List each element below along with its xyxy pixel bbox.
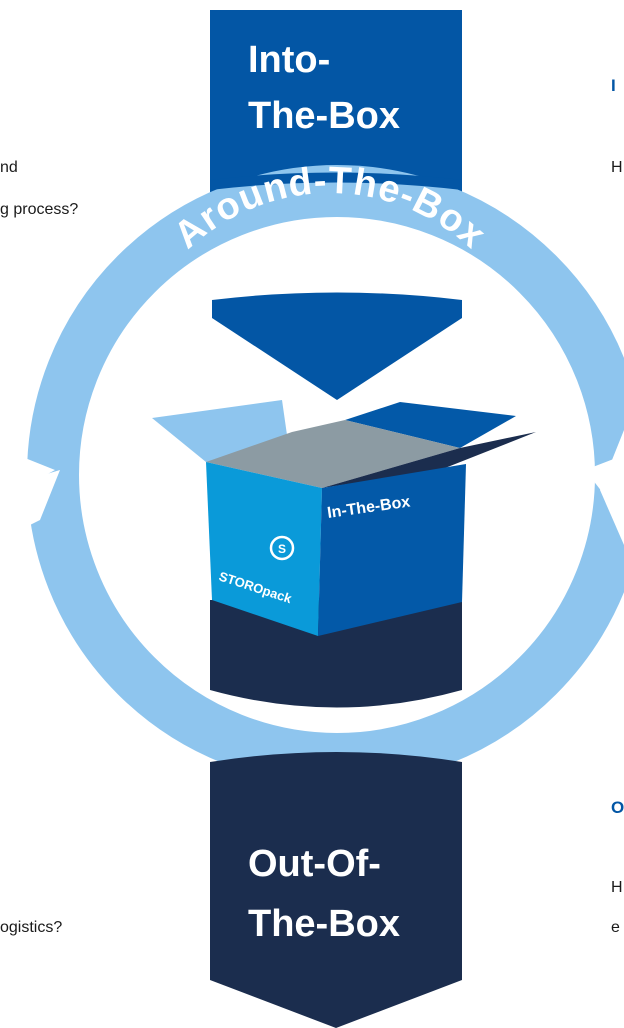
- box-right-face: [318, 464, 466, 636]
- right-top-text: H: [611, 159, 623, 176]
- box-front-flap: [322, 432, 536, 488]
- out-of-the-box-arrow: [210, 600, 462, 1028]
- into-label-line2: The-Box: [248, 95, 400, 137]
- box-front-face: [206, 462, 322, 636]
- right-bottom-text-line1: H: [611, 879, 623, 896]
- left-bottom-text: ogistics?: [0, 919, 63, 936]
- into-label-line1: Into-: [248, 39, 330, 81]
- in-the-box-carton: S: [152, 400, 536, 636]
- box-back-flap: [345, 402, 516, 448]
- right-bottom-heading: O: [611, 798, 624, 817]
- out-label-line1: Out-Of-: [248, 843, 381, 885]
- into-the-box-arrow-tip: [210, 172, 462, 400]
- left-top-text-line2: g process?: [0, 201, 79, 218]
- left-top-text-line1: nd: [0, 159, 18, 176]
- storopack-logo: S: [269, 535, 295, 561]
- out-label-line2: The-Box: [248, 903, 400, 945]
- box-inside: [206, 420, 460, 488]
- right-bottom-text-line2: e: [611, 919, 620, 936]
- right-top-heading: I: [611, 76, 616, 95]
- svg-text:S: S: [278, 542, 286, 556]
